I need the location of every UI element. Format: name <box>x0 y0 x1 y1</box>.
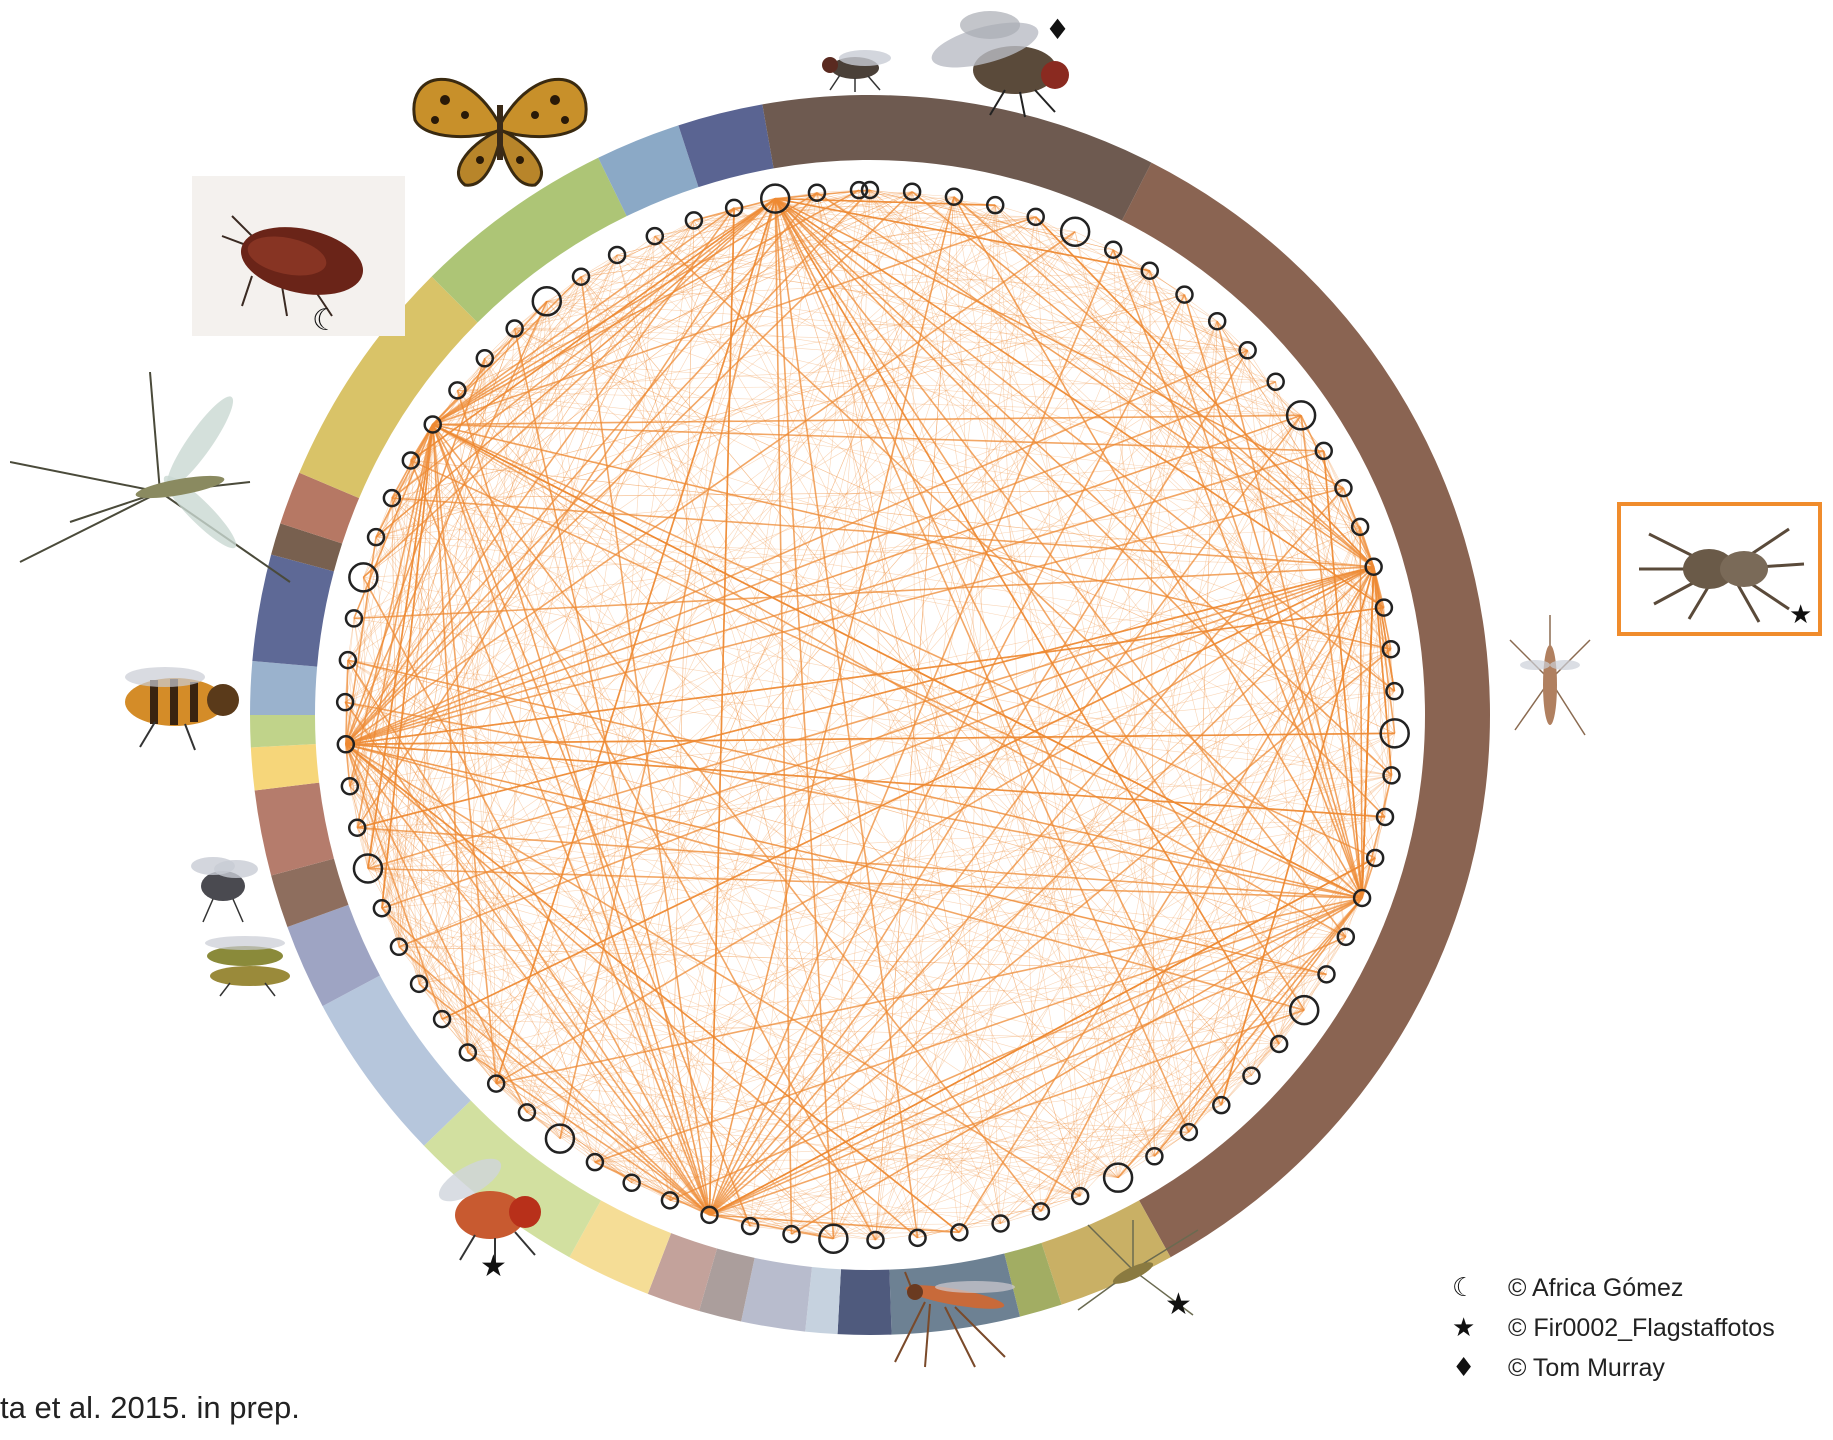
moth-photo <box>192 176 405 336</box>
diamond-icon: ♦ <box>1452 1353 1508 1383</box>
legend-item: ☾ © Africa Gómez <box>1452 1268 1775 1308</box>
butterfly-photo <box>405 60 595 190</box>
fly-small-photo <box>810 40 905 95</box>
photo-credits-legend: ☾ © Africa Gómez ★ © Fir0002_Flagstaffot… <box>1452 1268 1775 1388</box>
hoverfly-photo <box>105 652 250 752</box>
ring-segment <box>838 1269 892 1335</box>
mosquito-photo <box>1505 610 1595 750</box>
citation-text: ta et al. 2015. in prep. <box>0 1390 300 1426</box>
legend-text: © Fir0002_Flagstaffotos <box>1508 1314 1775 1343</box>
midge-credit-icon: ★ <box>1165 1290 1192 1320</box>
legend-text: © Tom Murray <box>1508 1354 1665 1383</box>
moth-credit-icon: ☾ <box>312 306 339 336</box>
fly-credit-icon: ♦ <box>1045 16 1070 44</box>
fruit-fly-credit-icon: ★ <box>480 1252 507 1282</box>
legend-item: ★ © Fir0002_Flagstaffotos <box>1452 1308 1775 1348</box>
crane-fly-photo <box>10 372 300 592</box>
legend-text: © Africa Gómez <box>1508 1274 1683 1303</box>
house-fly-photo <box>178 844 268 926</box>
spider-photo <box>1629 514 1809 624</box>
spider-highlight-frame: ★ <box>1617 502 1822 636</box>
ring-segment <box>251 744 319 791</box>
dance-fly-photo <box>885 1262 1035 1372</box>
moon-icon: ☾ <box>1452 1273 1508 1303</box>
legend-item: ♦ © Tom Murray <box>1452 1348 1775 1388</box>
star-icon: ★ <box>1452 1313 1508 1343</box>
ring-segment <box>250 715 316 747</box>
soldier-fly-photo <box>190 928 305 998</box>
spider-credit-icon: ★ <box>1789 602 1812 628</box>
fruit-fly-photo <box>425 1140 560 1265</box>
ring-segment <box>250 661 317 715</box>
